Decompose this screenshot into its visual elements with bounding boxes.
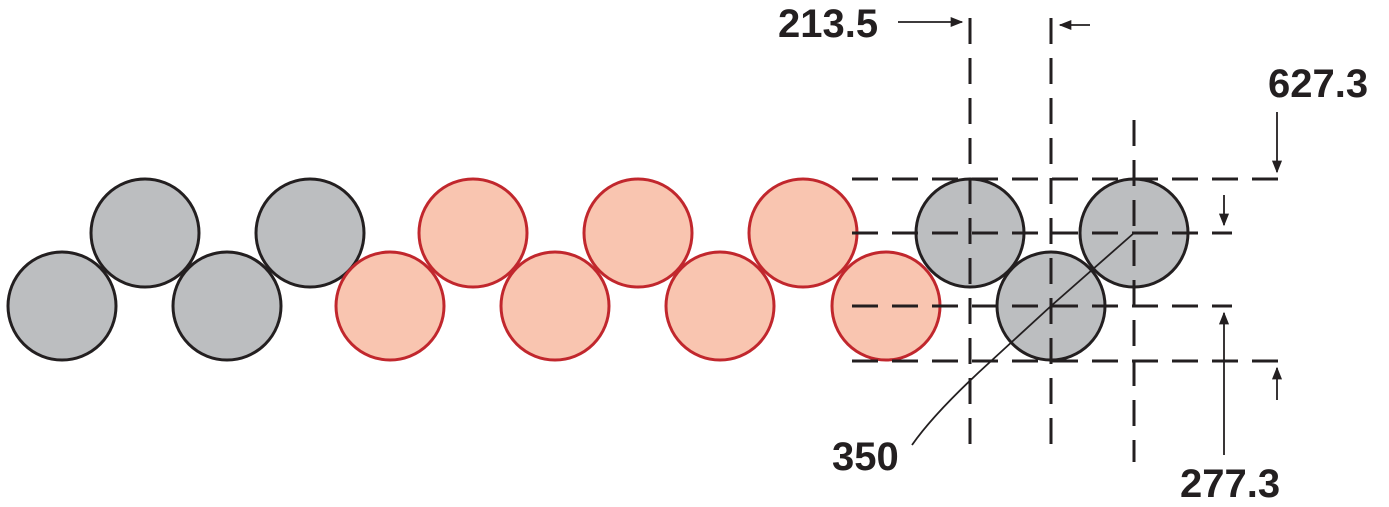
label-diameter: 350 [832,435,899,479]
gray-pile [89,177,201,289]
pink-pile [499,250,611,362]
diameter-leader-curve [911,305,1052,446]
pink-pile [334,250,446,362]
label-vertical-offset: 277.3 [1180,462,1280,506]
dashed-grid [852,18,1290,462]
diameter-leader-line [1050,232,1135,307]
pink-pile [417,177,529,289]
gray-pile [254,177,366,289]
label-overall-height: 627.3 [1268,62,1368,106]
pink-pile [747,177,859,289]
pink-pile [830,250,942,362]
gray-pile [171,250,283,362]
pink-pile [582,177,694,289]
pink-pile [664,250,776,362]
gray-pile [6,250,118,362]
pink-piles [334,177,942,362]
gray-piles-left [6,177,366,362]
label-horizontal-spacing: 213.5 [778,2,878,46]
